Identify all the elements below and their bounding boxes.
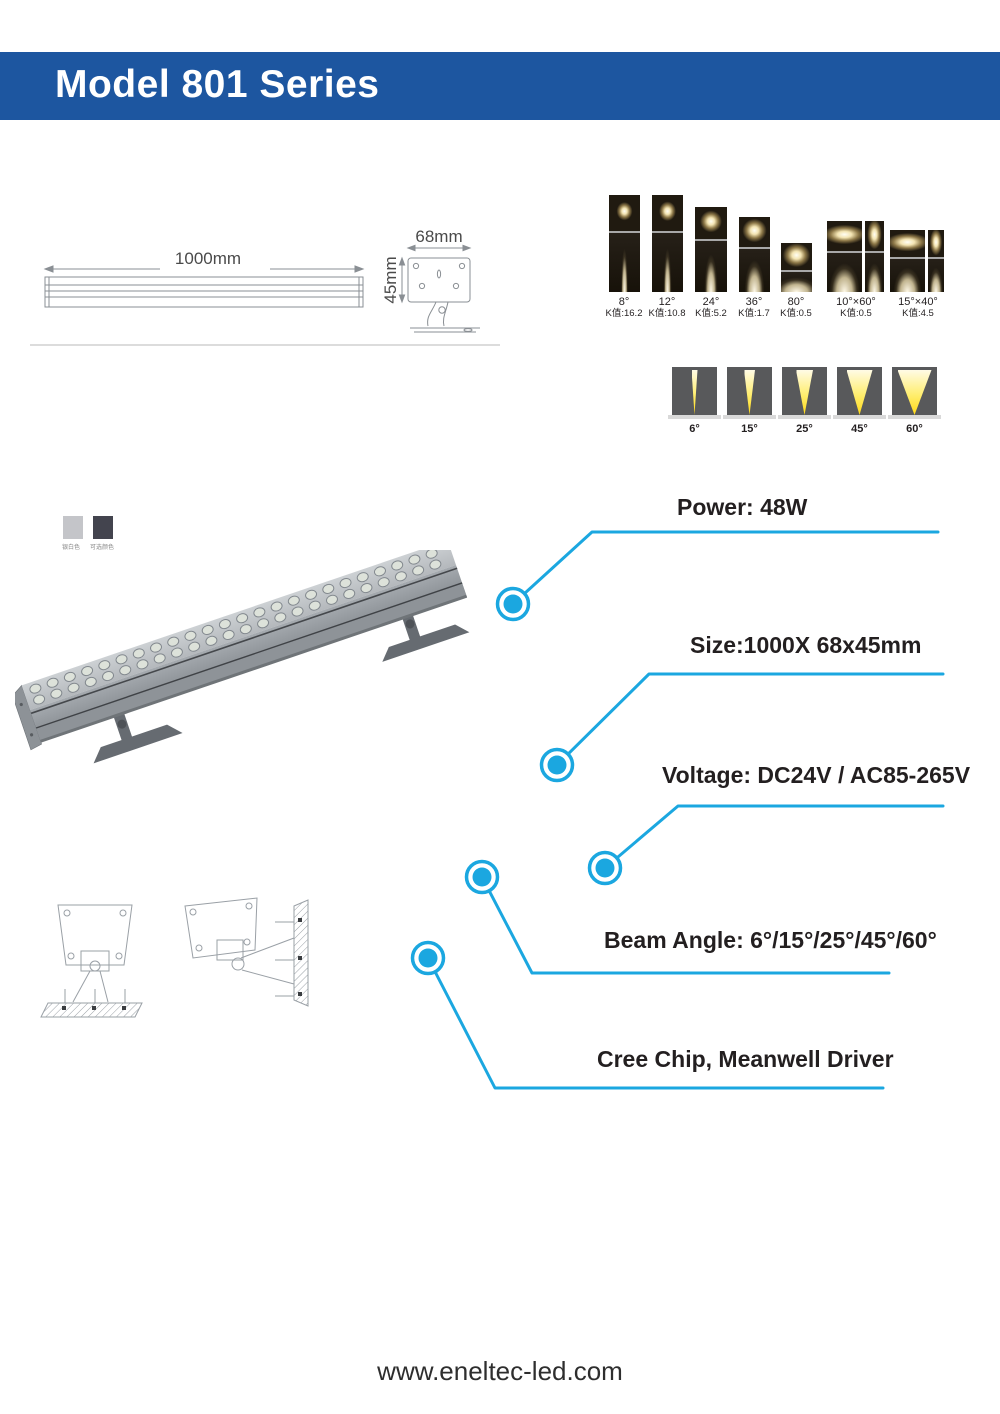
beam-photo-8deg [609, 195, 640, 292]
beam-angle-value: 80° [787, 296, 805, 308]
spec-voltage: Voltage: DC24V / AC85-265V [662, 762, 971, 788]
diagram-base [778, 415, 831, 419]
beam-photo-label: 36° K值:1.7 [728, 296, 780, 320]
page-title: Model 801 Series [55, 63, 380, 107]
beam-diagram-45deg [833, 367, 886, 419]
beam-diagram-60deg [888, 367, 941, 419]
diagram-base [723, 415, 776, 419]
width-dimension-label: 68mm [415, 227, 462, 246]
spec-power: Power: 48W [677, 494, 808, 520]
beam-photo-label: 12° K值:10.8 [641, 296, 693, 320]
beam-photo-label: 8° K值:16.2 [598, 296, 650, 320]
beam-angle-value: 12° [658, 296, 676, 308]
product-photo [15, 550, 470, 764]
beam-throw-photo [890, 257, 925, 292]
beam-photo-80deg [781, 243, 812, 292]
beam-throw-photo [827, 251, 862, 292]
beam-throw-photo [865, 251, 884, 292]
beam-photo-label: 80° K值:0.5 [770, 296, 822, 320]
beam-throw-photo [739, 247, 770, 292]
beam-diagram-label: 60° [906, 423, 923, 435]
beam-wedge [796, 370, 813, 415]
beam-k-value: K值:0.5 [840, 307, 872, 319]
beam-wedge [691, 370, 698, 415]
beam-spot-photo [652, 195, 683, 231]
spec-beam-angle: Beam Angle: 6°/15°/25°/45°/60° [604, 927, 937, 953]
beam-diagram-label: 25° [796, 423, 813, 435]
beam-diagram-label: 15° [741, 423, 758, 435]
beam-photo-36deg [739, 217, 770, 292]
color-swatch-dark [93, 516, 113, 539]
beam-throw-photo [928, 257, 944, 292]
beam-k-value: K值:10.8 [648, 307, 686, 319]
color-swatch-silver [63, 516, 83, 539]
beam-k-value: K值:16.2 [605, 307, 643, 319]
diagram-base [833, 415, 886, 419]
beam-diagram-6deg [668, 367, 721, 419]
beam-photo-10x60deg [827, 221, 884, 292]
beam-photo-15x40deg [890, 230, 944, 292]
beam-spot-photo [827, 221, 862, 251]
beam-angle-value: 10°×60° [836, 296, 876, 308]
beam-throw-photo [695, 239, 727, 292]
beam-photo-24deg [695, 207, 727, 292]
beam-spot-photo [739, 217, 770, 247]
beam-spot-photo [890, 230, 925, 257]
beam-diagram-label: 45° [851, 423, 868, 435]
website-url: www.eneltec-led.com [377, 1356, 623, 1386]
length-dimension-label: 1000mm [175, 249, 241, 268]
beam-diagram-25deg [778, 367, 831, 419]
swatch-caption: 可选颜色 [90, 545, 115, 551]
beam-angle-value: 24° [702, 296, 720, 308]
beam-wedge [846, 370, 873, 415]
beam-throw-photo [781, 270, 812, 292]
beam-angle-value: 8° [618, 296, 630, 308]
beam-spot-photo [865, 221, 884, 251]
beam-k-value: K值:1.7 [738, 307, 770, 319]
beam-photo-label: 15°×40° K值:4.5 [883, 296, 953, 320]
divider-line [30, 344, 500, 346]
height-dimension-label: 45mm [381, 256, 400, 303]
diagram-base [668, 415, 721, 419]
beam-spot-photo [781, 243, 812, 270]
beam-photo-label: 10°×60° K值:0.5 [821, 296, 891, 320]
dimension-drawing: 1000mm 68mm 45mm [43, 227, 480, 333]
spec-chip-driver: Cree Chip, Meanwell Driver [597, 1046, 894, 1072]
diagram-base [888, 415, 941, 419]
beam-diagram-label: 6° [689, 423, 700, 435]
beam-wedge [897, 370, 932, 415]
wall-mount-diagram [184, 897, 309, 1007]
beam-angle-value: 15°×40° [898, 296, 938, 308]
header-bar: Model 801 Series [0, 52, 1000, 120]
ground-mount-diagram [40, 904, 143, 1018]
beam-spot-photo [695, 207, 727, 239]
beam-k-value: K值:5.2 [695, 307, 727, 319]
beam-k-value: K值:4.5 [902, 307, 934, 319]
spec-size: Size:1000X 68x45mm [690, 632, 922, 658]
beam-wedge [744, 370, 755, 415]
beam-spot-photo [609, 195, 640, 231]
beam-k-value: K值:0.5 [780, 307, 812, 319]
beam-photo-label: 24° K值:5.2 [685, 296, 737, 320]
beam-diagram-15deg [723, 367, 776, 419]
beam-throw-photo [652, 231, 683, 292]
beam-photo-12deg [652, 195, 683, 292]
beam-spot-photo [928, 230, 944, 257]
swatch-caption: 银白色 [62, 545, 81, 551]
beam-throw-photo [609, 231, 640, 292]
beam-angle-value: 36° [745, 296, 763, 308]
